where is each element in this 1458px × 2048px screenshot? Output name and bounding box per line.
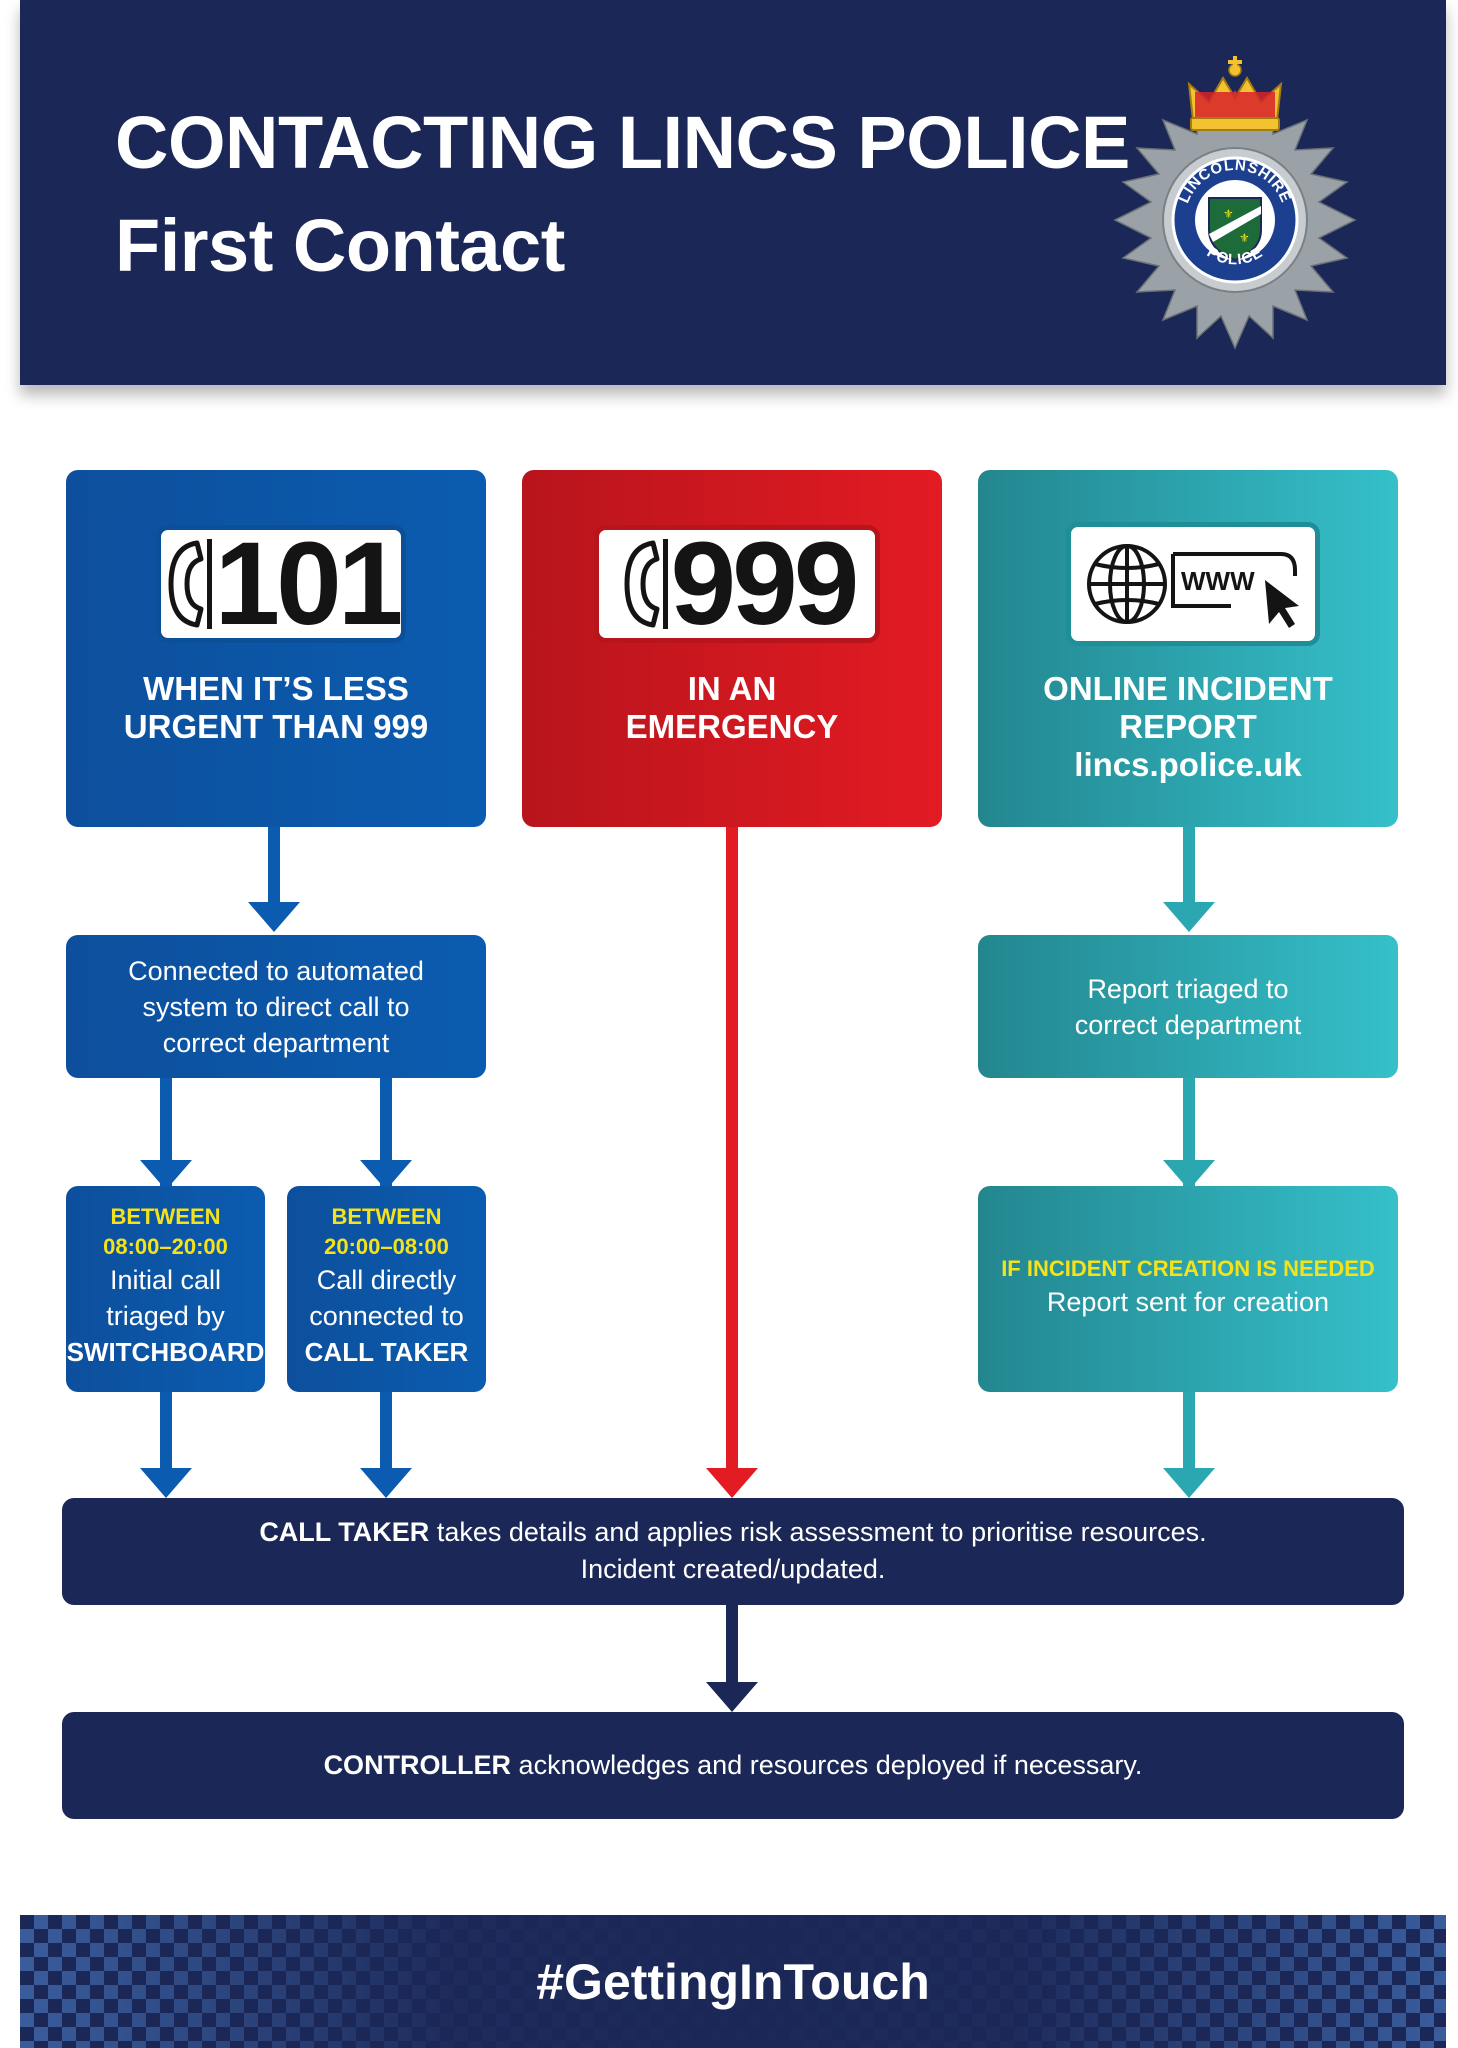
svg-text:⚜: ⚜	[1223, 207, 1234, 221]
automated-system-step: Connected to automated system to direct …	[66, 935, 486, 1078]
globe-www-icon: WWW	[1087, 544, 1299, 628]
call-taker-step: CALL TAKER takes details and applies ris…	[62, 1498, 1404, 1605]
controller-bold: CONTROLLER	[323, 1750, 512, 1780]
page-title: CONTACTING LINCS POLICE	[115, 101, 1130, 184]
website-url: lincs.police.uk	[1074, 746, 1302, 783]
step-text-line: Report sent for creation	[1046, 1287, 1330, 1317]
phone-handset-icon	[168, 539, 212, 629]
step-text-line: connected to	[309, 1301, 464, 1331]
page-subtitle: First Contact	[115, 204, 565, 287]
controller-step: CONTROLLER acknowledges and resources de…	[62, 1712, 1404, 1819]
incident-creation-step: IF INCIDENT CREATION IS NEEDED Report se…	[978, 1186, 1398, 1392]
emergency-label: IN AN EMERGENCY	[522, 670, 942, 746]
report-triaged-step: Report triaged to correct department	[978, 935, 1398, 1078]
time-label: BETWEEN	[110, 1204, 221, 1229]
emergency-999-card: 999 IN AN EMERGENCY	[522, 470, 942, 827]
phone-999-label: 999	[594, 525, 880, 643]
phone-handset-icon	[624, 539, 668, 629]
call-taker-label: CALL TAKER	[304, 1337, 469, 1367]
phone-101-label: 101	[156, 525, 406, 643]
cursor-icon	[1265, 580, 1299, 628]
label-line: URGENT THAN 999	[123, 708, 429, 745]
footer-banner: #GettingInTouch	[20, 1915, 1446, 2048]
call-taker-text: takes details and applies risk assessmen…	[429, 1517, 1207, 1547]
step-text-line: Connected to automated	[128, 956, 424, 986]
call-taker-bold: CALL TAKER	[259, 1517, 430, 1547]
hashtag: #GettingInTouch	[536, 1954, 930, 2010]
label-line: REPORT	[1119, 708, 1257, 745]
time-range: 20:00–08:00	[324, 1234, 449, 1259]
step-text-line: Incident created/updated.	[580, 1554, 886, 1584]
label-line: WHEN IT’S LESS	[143, 670, 409, 707]
step-text-line: system to direct call to	[142, 992, 410, 1022]
phone-number-999: 999	[670, 518, 860, 650]
step-text-line: CALL TAKER takes details and applies ris…	[62, 1514, 1404, 1551]
controller-text: acknowledges and resources deployed if n…	[511, 1750, 1143, 1780]
label-line: EMERGENCY	[625, 708, 839, 745]
step-text: Report triaged to correct department	[978, 971, 1398, 1043]
nonemergency-label: WHEN IT’S LESS URGENT THAN 999	[66, 670, 486, 746]
step-text: CONTROLLER acknowledges and resources de…	[62, 1747, 1404, 1784]
footer-pattern-fade	[20, 1915, 1446, 2048]
step-text: IF INCIDENT CREATION IS NEEDED Report se…	[978, 1254, 1398, 1320]
online-label: ONLINE INCIDENT REPORT lincs.police.uk	[978, 670, 1398, 784]
label-line: ONLINE INCIDENT	[1043, 670, 1333, 707]
step-text: CALL TAKER takes details and applies ris…	[62, 1514, 1404, 1588]
step-text-line: correct department	[1074, 1010, 1302, 1040]
time-range: 08:00–20:00	[103, 1234, 228, 1259]
step-text-line: Report triaged to	[1087, 974, 1289, 1004]
svg-text:⚜: ⚜	[1239, 231, 1250, 245]
step-text-line: Initial call	[109, 1265, 222, 1295]
step-text-line: Call directly	[316, 1265, 457, 1295]
nonemergency-101-card: 101 WHEN IT’S LESS URGENT THAN 999	[66, 470, 486, 827]
daytime-switchboard-step: BETWEEN 08:00–20:00 Initial call triaged…	[66, 1186, 265, 1392]
phone-number-101: 101	[214, 518, 404, 650]
step-text: Connected to automated system to direct …	[66, 953, 486, 1061]
step-text-line: triaged by	[106, 1301, 225, 1331]
online-report-card: WWW ONLINE INCIDENT REPORT lincs.police.…	[978, 470, 1398, 827]
www-label: WWW	[1066, 522, 1320, 646]
lincolnshire-police-badge-icon: ⚜ ⚜ LINCOLNSHIRE POLICE	[1113, 56, 1357, 350]
step-text-line: correct department	[162, 1028, 390, 1058]
condition-label: IF INCIDENT CREATION IS NEEDED	[1001, 1256, 1375, 1281]
header-banner: CONTACTING LINCS POLICE First Contact ⚜ …	[20, 0, 1446, 385]
time-label: BETWEEN	[331, 1204, 442, 1229]
label-line: IN AN	[687, 670, 777, 707]
www-text: WWW	[1181, 566, 1255, 596]
nighttime-call-taker-step: BETWEEN 20:00–08:00 Call directly connec…	[287, 1186, 486, 1392]
step-text-line: CONTROLLER acknowledges and resources de…	[62, 1747, 1404, 1784]
switchboard-label: SWITCHBOARD	[66, 1337, 265, 1367]
